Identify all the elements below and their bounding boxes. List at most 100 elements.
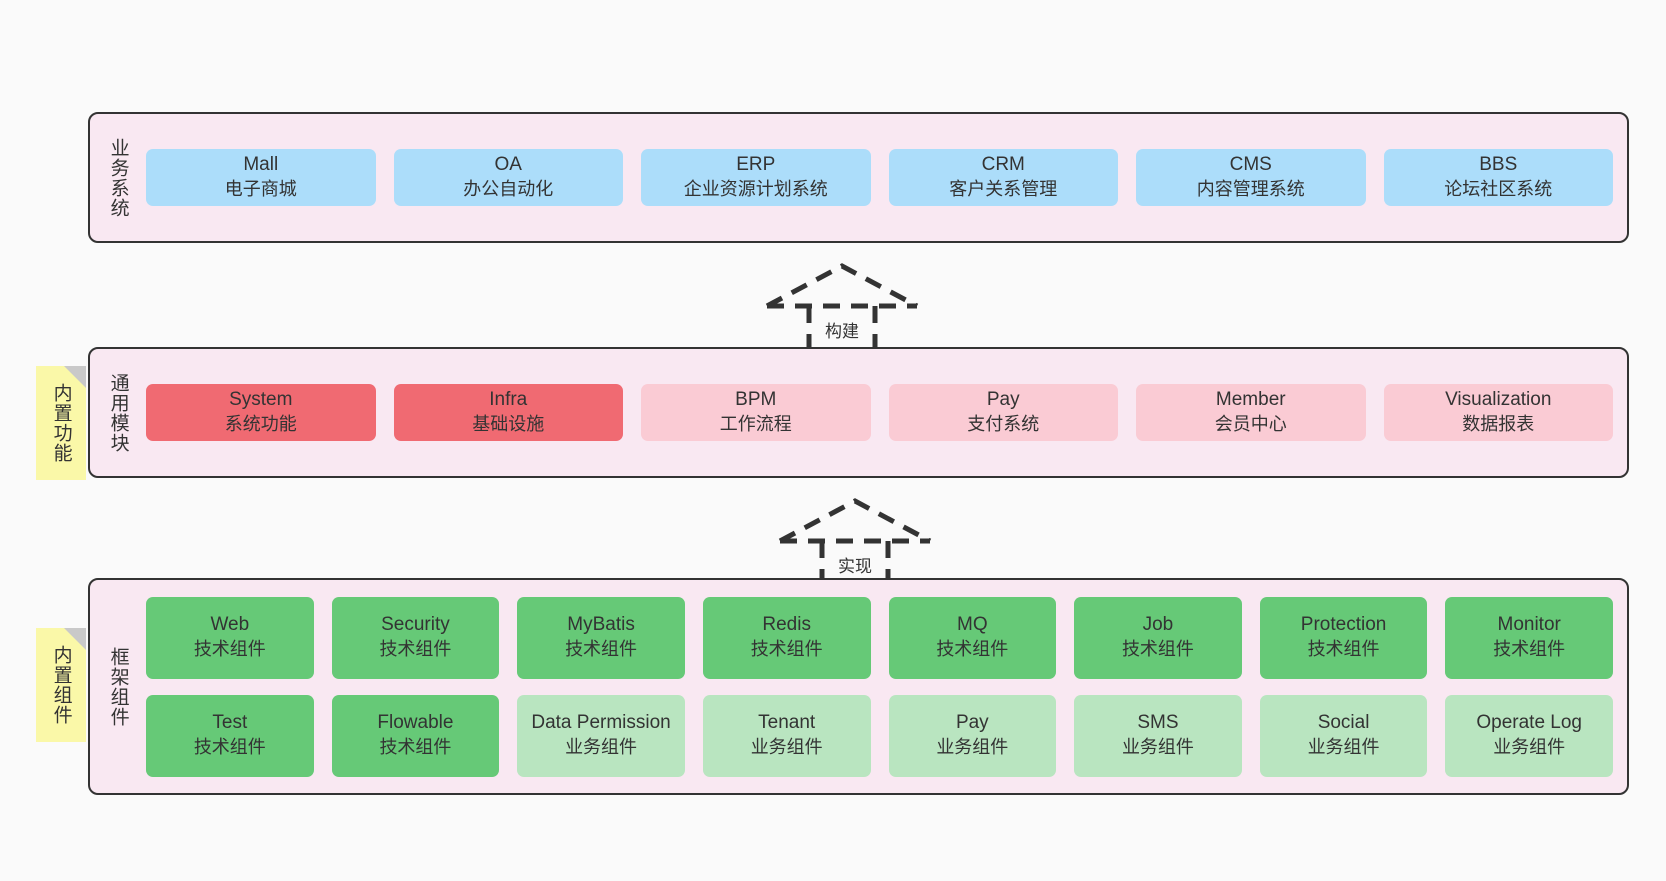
card-subtitle: 业务组件: [1493, 737, 1566, 758]
card-title: Redis: [762, 614, 811, 636]
card-title: Job: [1142, 614, 1174, 636]
card-subtitle: 系统功能: [224, 414, 297, 435]
card-visualization[interactable]: Visualization 数据报表: [1383, 384, 1613, 441]
card-subtitle: 技术组件: [193, 737, 266, 758]
card-title: Mall: [243, 154, 279, 176]
card-mq[interactable]: MQ 技术组件: [888, 596, 1057, 679]
arrowhead-up-dashed: [765, 263, 919, 309]
card-redis[interactable]: Redis 技术组件: [702, 596, 871, 679]
card-title: CMS: [1229, 154, 1272, 176]
note-fold-icon: [64, 628, 86, 650]
card-row: Mall 电子商城 OA 办公自动化 ERP 企业资源计划系统 CRM 客户关系…: [146, 149, 1613, 206]
card-pay-business[interactable]: Pay 业务组件: [888, 694, 1057, 777]
card-title: Data Permission: [531, 712, 671, 734]
card-test[interactable]: Test 技术组件: [146, 694, 314, 777]
card-subtitle: 支付系统: [967, 414, 1040, 435]
note-label: 内置功能: [50, 383, 72, 463]
card-subtitle: 内容管理系统: [1196, 179, 1305, 200]
card-crm[interactable]: CRM 客户关系管理: [888, 149, 1118, 206]
card-subtitle: 客户关系管理: [949, 179, 1058, 200]
card-title: BPM: [735, 389, 777, 411]
card-flowable[interactable]: Flowable 技术组件: [331, 694, 500, 777]
card-title: MyBatis: [567, 614, 635, 636]
card-title: System: [229, 389, 293, 411]
card-subtitle: 工作流程: [719, 414, 792, 435]
card-data-permission[interactable]: Data Permission 业务组件: [517, 694, 685, 777]
layer-body-business-system: Mall 电子商城 OA 办公自动化 ERP 企业资源计划系统 CRM 客户关系…: [146, 114, 1627, 241]
note-builtin-component: 内置组件: [36, 628, 86, 742]
card-title: Pay: [986, 389, 1020, 411]
card-title: OA: [494, 154, 522, 176]
card-title: Infra: [489, 389, 528, 411]
card-monitor[interactable]: Monitor 技术组件: [1445, 596, 1613, 679]
card-title: Protection: [1300, 614, 1387, 636]
card-title: Monitor: [1497, 614, 1561, 636]
card-web[interactable]: Web 技术组件: [146, 596, 314, 679]
layer-title-framework-component: 框架组件: [107, 646, 129, 727]
card-subtitle: 业务组件: [565, 737, 638, 758]
layer-title-common-module: 通用模块: [107, 372, 129, 453]
layer-body-common-module: System 系统功能 Infra 基础设施 BPM 工作流程 Pay 支付系统…: [146, 349, 1627, 476]
card-title: SMS: [1137, 712, 1179, 734]
card-operate-log[interactable]: Operate Log 业务组件: [1445, 694, 1613, 777]
card-subtitle: 业务组件: [1307, 737, 1380, 758]
card-title: Security: [381, 614, 450, 636]
card-subtitle: 技术组件: [379, 737, 452, 758]
card-title: MQ: [957, 614, 988, 636]
connector-build: 构建: [757, 258, 927, 359]
card-tenant[interactable]: Tenant 业务组件: [702, 694, 871, 777]
card-subtitle: 技术组件: [1493, 639, 1566, 660]
card-title: BBS: [1479, 154, 1518, 176]
card-member[interactable]: Member 会员中心: [1136, 384, 1366, 441]
card-subtitle: 会员中心: [1214, 414, 1287, 435]
card-subtitle: 数据报表: [1462, 414, 1535, 435]
card-row: System 系统功能 Infra 基础设施 BPM 工作流程 Pay 支付系统…: [146, 384, 1613, 441]
note-builtin-function: 内置功能: [36, 366, 86, 480]
note-fold-icon: [64, 366, 86, 388]
card-title: Operate Log: [1476, 712, 1582, 734]
card-system[interactable]: System 系统功能: [146, 384, 376, 441]
card-title: Web: [210, 614, 250, 636]
card-row: Test 技术组件 Flowable 技术组件 Data Permission …: [146, 694, 1613, 777]
card-bpm[interactable]: BPM 工作流程: [641, 384, 871, 441]
card-subtitle: 技术组件: [1307, 639, 1380, 660]
card-subtitle: 技术组件: [936, 639, 1009, 660]
card-title: ERP: [736, 154, 776, 176]
card-subtitle: 企业资源计划系统: [683, 179, 828, 200]
connector-label-implement: 实现: [838, 557, 872, 576]
card-title: CRM: [981, 154, 1025, 176]
card-job[interactable]: Job 技术组件: [1074, 596, 1242, 679]
card-cms[interactable]: CMS 内容管理系统: [1136, 149, 1366, 206]
layer-common-module: 通用模块 System 系统功能 Infra 基础设施 BPM 工作流程 Pay…: [88, 347, 1629, 478]
card-sms[interactable]: SMS 业务组件: [1074, 694, 1242, 777]
card-infra[interactable]: Infra 基础设施: [393, 384, 623, 441]
card-bbs[interactable]: BBS 论坛社区系统: [1383, 149, 1613, 206]
card-subtitle: 技术组件: [565, 639, 638, 660]
card-erp[interactable]: ERP 企业资源计划系统: [641, 149, 871, 206]
card-mall[interactable]: Mall 电子商城: [146, 149, 376, 206]
card-title: Tenant: [758, 712, 816, 734]
arrowhead-up-dashed: [778, 498, 932, 544]
card-title: Pay: [955, 712, 989, 734]
card-subtitle: 基础设施: [472, 414, 545, 435]
layer-business-system: 业务系统 Mall 电子商城 OA 办公自动化 ERP 企业资源计划系统 CRM…: [88, 112, 1629, 243]
card-subtitle: 电子商城: [224, 179, 297, 200]
card-subtitle: 业务组件: [1121, 737, 1194, 758]
card-row: Web 技术组件 Security 技术组件 MyBatis 技术组件 Redi…: [146, 596, 1613, 679]
layer-body-framework-component: Web 技术组件 Security 技术组件 MyBatis 技术组件 Redi…: [146, 580, 1627, 793]
card-security[interactable]: Security 技术组件: [331, 596, 500, 679]
card-subtitle: 技术组件: [1121, 639, 1194, 660]
layer-title-business-system: 业务系统: [107, 137, 129, 218]
card-subtitle: 办公自动化: [463, 179, 554, 200]
card-protection[interactable]: Protection 技术组件: [1259, 596, 1428, 679]
layer-framework-component: 框架组件 Web 技术组件 Security 技术组件 MyBatis 技术组件…: [88, 578, 1629, 795]
card-social[interactable]: Social 业务组件: [1259, 694, 1428, 777]
card-mybatis[interactable]: MyBatis 技术组件: [517, 596, 685, 679]
card-oa[interactable]: OA 办公自动化: [393, 149, 623, 206]
card-subtitle: 技术组件: [193, 639, 266, 660]
card-subtitle: 业务组件: [936, 737, 1009, 758]
connector-label-build: 构建: [825, 322, 859, 341]
card-pay[interactable]: Pay 支付系统: [888, 384, 1118, 441]
card-subtitle: 技术组件: [750, 639, 823, 660]
card-title: Social: [1317, 712, 1370, 734]
